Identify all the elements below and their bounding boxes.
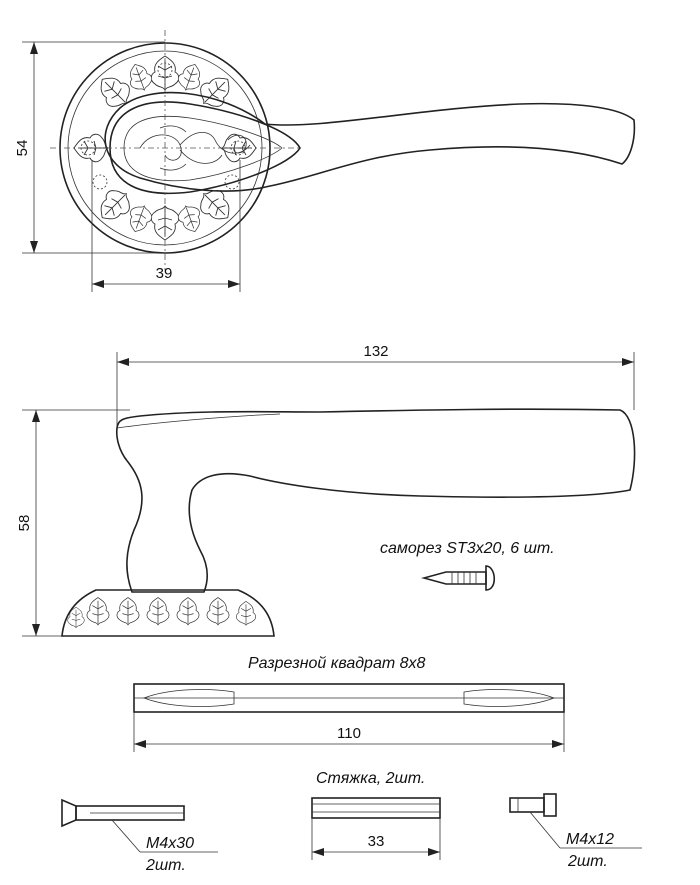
dimension-110-label: 110 xyxy=(337,725,361,742)
handle-neck-oval xyxy=(109,101,301,195)
sleeve-label: Стяжка, 2шт. xyxy=(316,770,425,787)
long-bolt-qty: 2шт. xyxy=(145,857,186,874)
front-view: 54 39 xyxy=(14,30,636,292)
split-square-rod xyxy=(133,683,565,713)
short-bolt-icon xyxy=(509,793,642,849)
dimension-39-label: 39 xyxy=(156,265,173,282)
sleeve-icon xyxy=(311,797,441,819)
dimension-33 xyxy=(311,818,441,860)
dimension-110 xyxy=(133,712,565,752)
short-bolt-qty: 2шт. xyxy=(567,853,608,870)
handle-lever-front xyxy=(104,91,636,192)
dimension-54-label: 54 xyxy=(14,140,31,157)
dimension-39 xyxy=(91,160,241,292)
dimension-58-label: 58 xyxy=(16,515,33,532)
handle-lever-side xyxy=(115,408,636,593)
side-view: 132 58 xyxy=(16,343,636,637)
dimension-33-label: 33 xyxy=(368,833,385,850)
handle-neck-inner-oval xyxy=(123,115,283,182)
long-bolt-icon xyxy=(61,798,218,853)
rosette-side xyxy=(61,589,275,637)
long-bolt-size: M4x30 xyxy=(146,835,194,852)
dimension-58 xyxy=(22,409,130,637)
dimension-54 xyxy=(22,41,165,254)
square-label: Разрезной квадрат 8x8 xyxy=(248,655,426,672)
dimension-132-label: 132 xyxy=(363,343,388,360)
screw-label: саморез ST3x20, 6 шт. xyxy=(380,540,555,557)
rosette-side-leaves xyxy=(67,597,257,628)
handle-top-edge-line xyxy=(116,413,281,429)
scroll-ornament xyxy=(139,125,251,171)
short-bolt-size: M4x12 xyxy=(566,831,614,848)
dimension-132 xyxy=(116,352,635,428)
screw-icon xyxy=(420,565,496,591)
